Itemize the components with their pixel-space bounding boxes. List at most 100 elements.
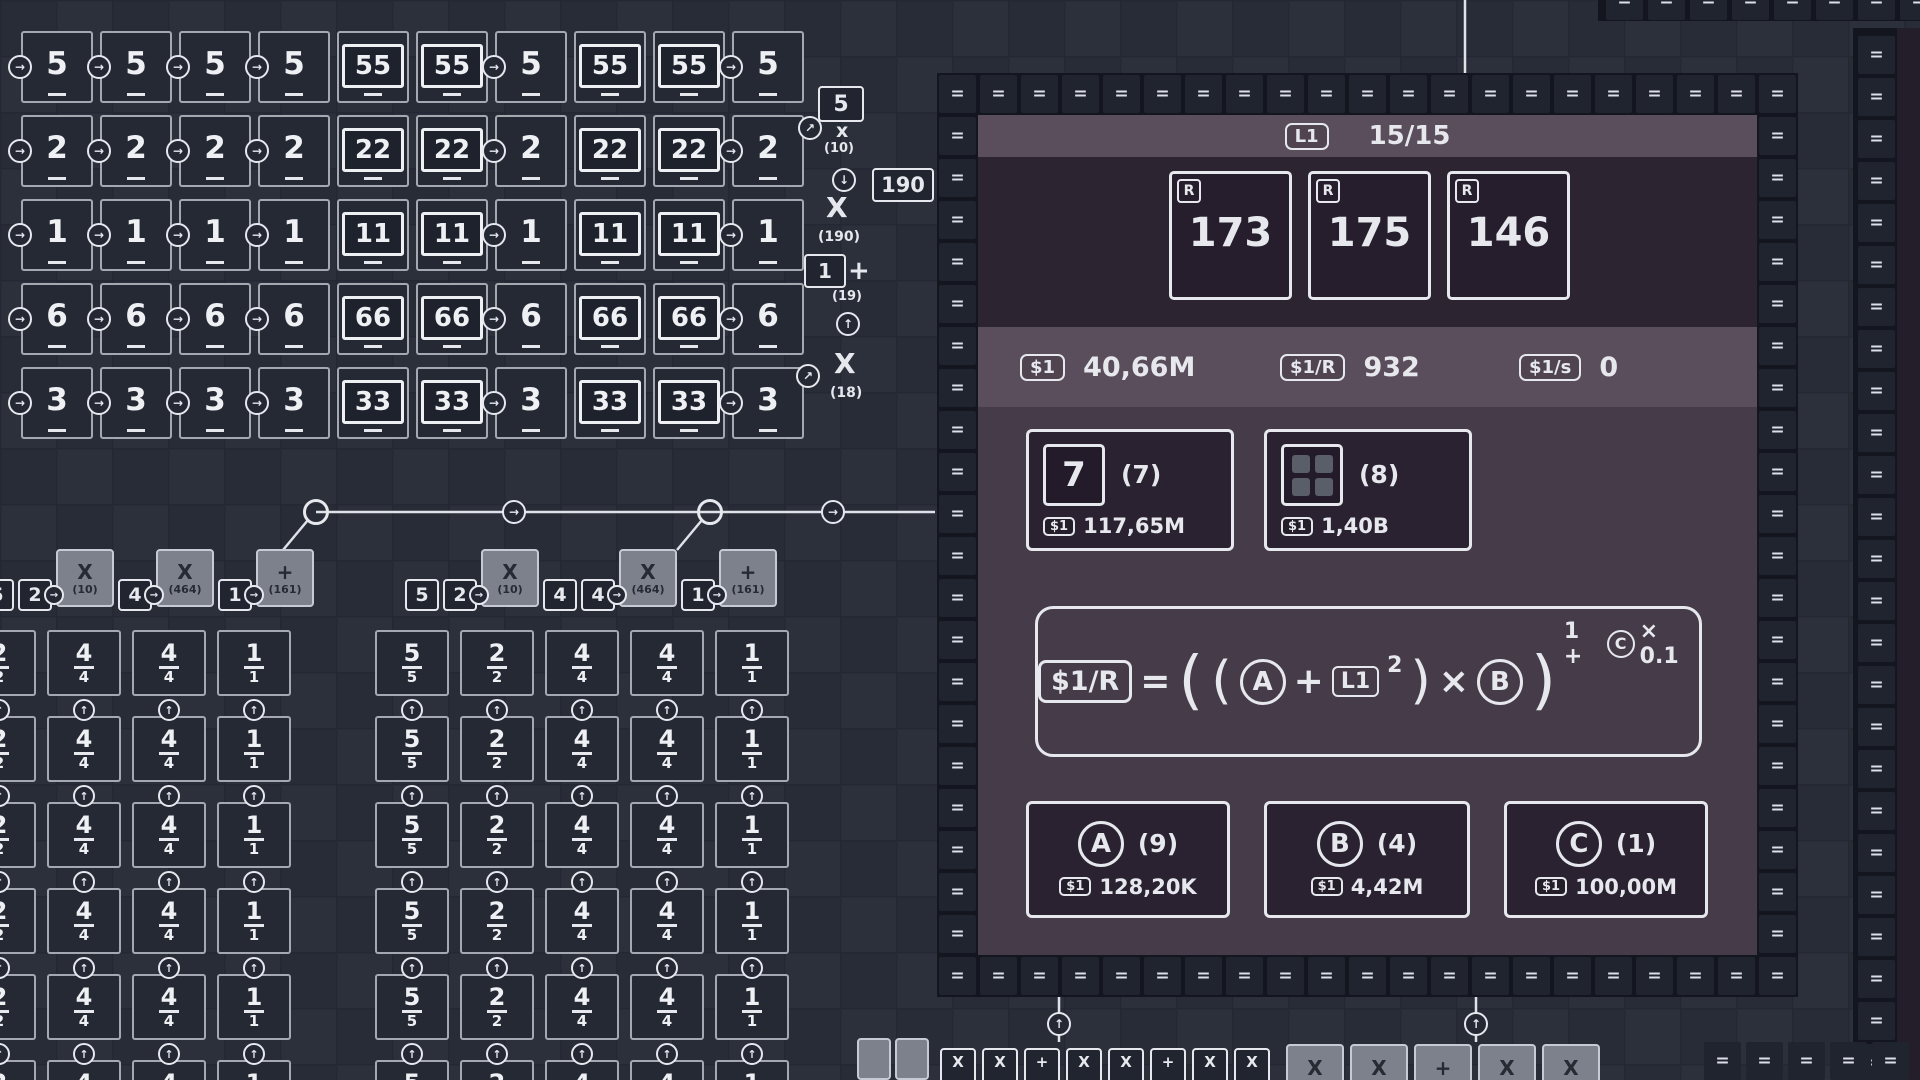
value-chip[interactable]: 2	[443, 579, 477, 611]
grid-cell[interactable]: 22	[0, 630, 36, 696]
grid-cell[interactable]: 22	[574, 115, 646, 187]
grid-cell[interactable]: 33	[574, 367, 646, 439]
grid-cell[interactable]: 3	[258, 367, 330, 439]
resource-box[interactable]: R 175	[1308, 171, 1431, 300]
item-card[interactable]: (8) $1 1,40B	[1264, 429, 1472, 551]
grid-cell[interactable]: 22	[337, 115, 409, 187]
grid-cell[interactable]: 6	[732, 283, 804, 355]
machine-node[interactable]: +(161)	[719, 549, 777, 607]
machine-chip[interactable]: X	[1066, 1048, 1102, 1080]
grid-cell[interactable]: 6	[100, 283, 172, 355]
item-card[interactable]: 7 (7) $1 117,65M	[1026, 429, 1234, 551]
grid-cell[interactable]: 55	[416, 31, 488, 103]
machine-chip[interactable]: X	[1192, 1048, 1228, 1080]
grid-cell[interactable]: 66	[653, 283, 725, 355]
grid-cell[interactable]: 66	[416, 283, 488, 355]
grid-cell[interactable]: 5	[732, 31, 804, 103]
grid-cell[interactable]: 11	[653, 199, 725, 271]
grid-cell[interactable]: 33	[653, 367, 725, 439]
value-chip[interactable]: 1	[218, 579, 252, 611]
grid-cell[interactable]: 22	[653, 115, 725, 187]
machine-chip[interactable]: X	[940, 1048, 976, 1080]
machine-node[interactable]: X(10)	[481, 549, 539, 607]
plus-op[interactable]: +	[848, 256, 870, 286]
resource-box[interactable]: R 146	[1447, 171, 1570, 300]
machine-node[interactable]: +	[1414, 1044, 1472, 1080]
machine-node[interactable]: X	[1350, 1044, 1408, 1080]
grid-cell[interactable]: 1	[732, 199, 804, 271]
multiply-op[interactable]: x	[836, 120, 849, 142]
machine-node[interactable]: X	[1286, 1044, 1344, 1080]
machine-node[interactable]: X(464)	[619, 549, 677, 607]
grid-cell[interactable]: 33	[416, 367, 488, 439]
multiply-op[interactable]: X	[826, 191, 848, 224]
grid-cell[interactable]: 1	[495, 199, 567, 271]
grid-cell[interactable]: 2	[495, 115, 567, 187]
grid-cell[interactable]: 3	[732, 367, 804, 439]
machine-node[interactable]: +(161)	[256, 549, 314, 607]
grid-cell[interactable]: 66	[337, 283, 409, 355]
grid-cell[interactable]: 55	[574, 31, 646, 103]
letter-card-a[interactable]: A (9) $1 128,20K	[1026, 801, 1230, 918]
multiply-op[interactable]: X	[834, 347, 856, 380]
machine-chip[interactable]: X	[982, 1048, 1018, 1080]
letter-card-c[interactable]: C (1) $1 100,00M	[1504, 801, 1708, 918]
value-chip[interactable]: 5	[0, 579, 14, 611]
resource-box[interactable]: R 173	[1169, 171, 1292, 300]
machine-chip[interactable]: X	[1234, 1048, 1270, 1080]
grid-cell[interactable]: 22	[0, 802, 36, 868]
grid-cell[interactable]: 55	[337, 31, 409, 103]
grid-cell[interactable]: 22	[0, 888, 36, 954]
grid-cell[interactable]: 5	[495, 31, 567, 103]
grid-cell[interactable]: 5	[258, 31, 330, 103]
value-chip[interactable]: 4	[543, 579, 577, 611]
machine-node[interactable]: X(464)	[156, 549, 214, 607]
machine-node[interactable]: X(10)	[56, 549, 114, 607]
machine-chip[interactable]: +	[1150, 1048, 1186, 1080]
letter-card-b[interactable]: B (4) $1 4,42M	[1264, 801, 1470, 918]
output-chip[interactable]: 1	[804, 254, 846, 288]
machine-chip[interactable]: X	[1108, 1048, 1144, 1080]
grid-cell[interactable]: 6	[179, 283, 251, 355]
grid-cell[interactable]: 1	[21, 199, 93, 271]
grid-cell[interactable]: 66	[574, 283, 646, 355]
grid-cell[interactable]: 11	[416, 199, 488, 271]
grid-cell[interactable]: 11	[337, 199, 409, 271]
grid-cell[interactable]: 1	[258, 199, 330, 271]
grid-cell[interactable]: 22	[0, 1060, 36, 1080]
value-chip[interactable]: 5	[405, 579, 439, 611]
grid-cell[interactable]: 2	[258, 115, 330, 187]
grid-cell[interactable]: 22	[416, 115, 488, 187]
